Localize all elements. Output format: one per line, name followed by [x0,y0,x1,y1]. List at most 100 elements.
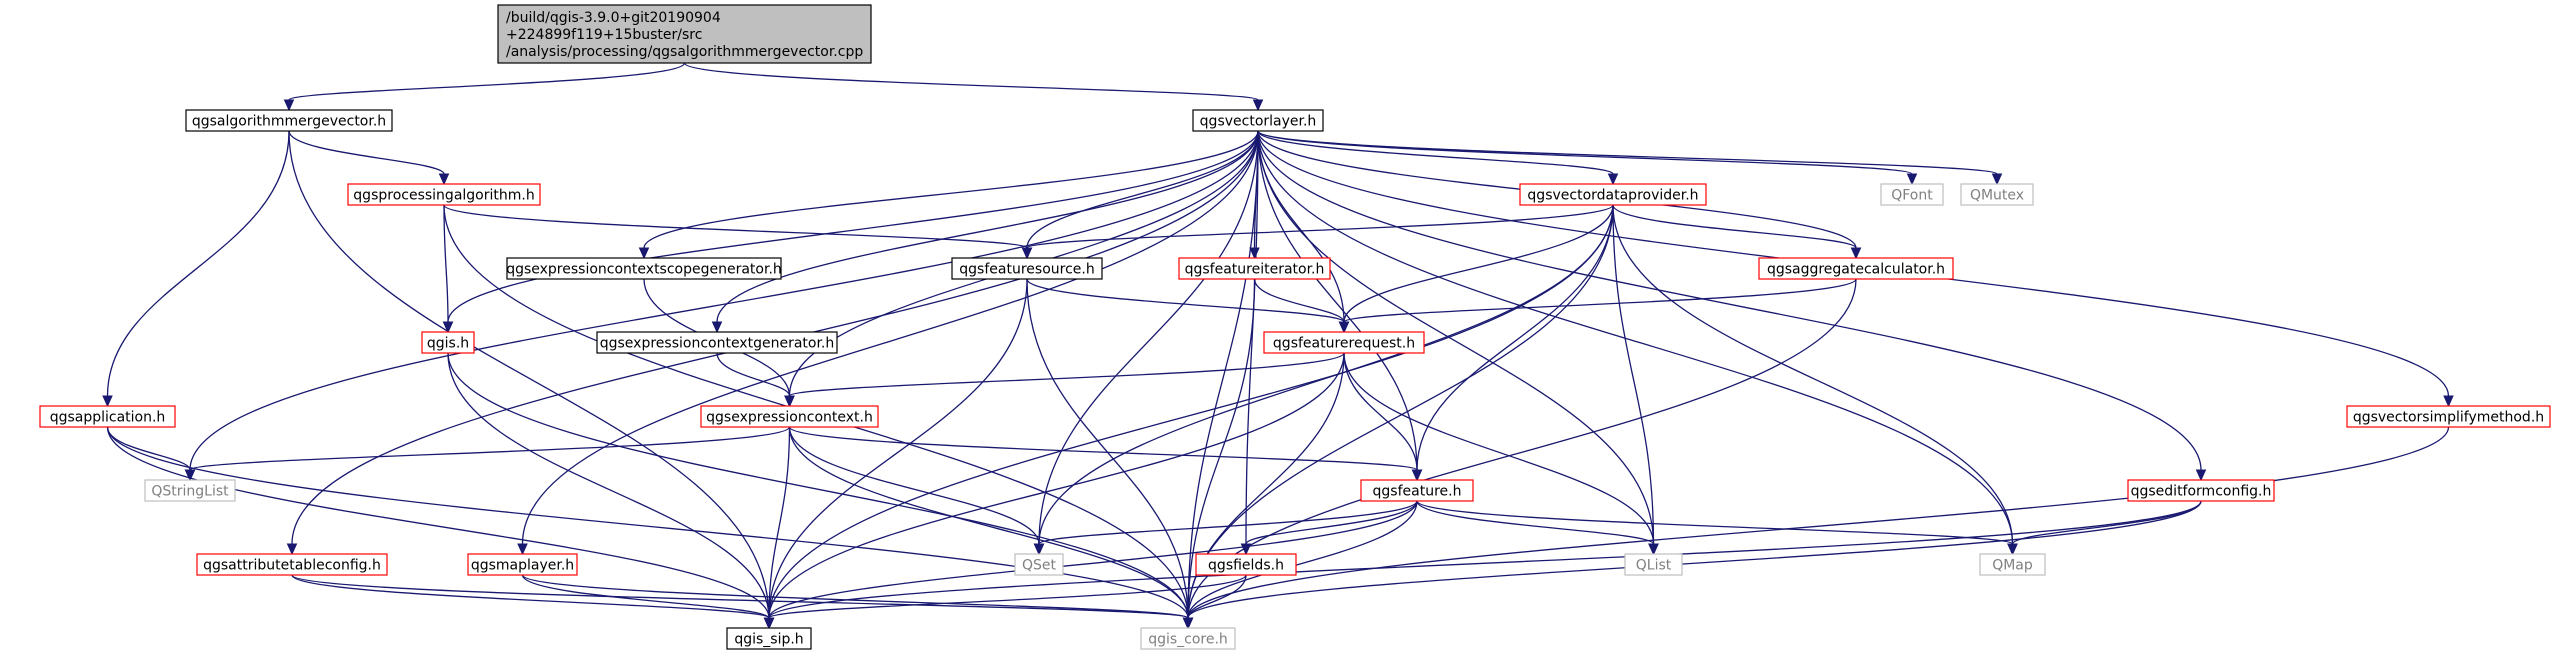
node-label: /analysis/processing/qgsalgorithmmergeve… [506,44,863,60]
graph-edges [102,62,2454,630]
node-featureiterator-h[interactable]: qgsfeatureiterator.h [1178,257,1331,280]
node-qlist[interactable]: QList [1624,553,1683,576]
arrowhead-icon [184,469,196,482]
node-box [2346,405,2551,428]
node-box [347,183,541,206]
node-qset[interactable]: QSet [1014,553,1064,576]
edge-featurerequest_h-to-feature_h [1343,352,1423,482]
node-scopegenerator-h[interactable]: qgsexpressioncontextscopegenerator.h [506,257,782,280]
edge-vectorlayer_h-to-contextgenerator_h [711,130,1259,334]
node-box [497,4,872,64]
edge-feature_h-to-qlist [1416,500,1659,556]
edge-vectordataprovider_h-to-feature_h [1411,204,1614,482]
node-box [1758,257,1954,280]
node-label: qgsfeaturesource.h [959,262,1094,278]
node-application-h[interactable]: qgsapplication.h [39,405,176,428]
node-box [1195,553,1297,576]
node-fields-h[interactable]: qgsfields.h [1195,553,1297,576]
node-label: qgsexpressioncontextgenerator.h [600,336,835,352]
edge-processingalgorithm_h-to-featuresource_h [443,204,1033,260]
node-label: qgsfeaturerequest.h [1273,336,1415,352]
node-label: qgsvectordataprovider.h [1527,188,1698,204]
node-box [596,331,838,354]
edge-vectorlayer_h-to-qstringlist [184,130,1259,482]
node-label: qgsattributetableconfig.h [203,558,381,574]
arrowhead-icon [1182,617,1194,630]
node-featurerequest-h[interactable]: qgsfeaturerequest.h [1263,331,1425,354]
node-label: qgsmaplayer.h [471,558,574,574]
node-box [1624,553,1683,576]
edge-vectorlayer_h-to-qfont [1257,130,1918,186]
node-aggregatecalculator-h[interactable]: qgsaggregatecalculator.h [1758,257,1954,280]
node-mergevector-h[interactable]: qgsalgorithmmergevector.h [185,109,393,132]
arrowhead-icon [638,247,650,260]
node-box [39,405,176,428]
node-vectordataprovider-h[interactable]: qgsvectordataprovider.h [1519,183,1707,206]
node-label: QMap [1992,558,2033,574]
node-attributetableconfig-h[interactable]: qgsattributetableconfig.h [196,553,388,576]
node-vectorlayer-h[interactable]: qgsvectorlayer.h [1192,109,1324,132]
edge-maplayer_h-to-core_h [521,574,1194,630]
edge-attributetableconfig_h-to-core_h [291,574,1194,630]
graph-nodes: /build/qgis-3.9.0+git20190904+224899f119… [39,4,2551,650]
node-label: QStringList [151,484,229,500]
arrowhead-icon [102,395,113,408]
node-maplayer-h[interactable]: qgsmaplayer.h [467,553,578,576]
node-label: qgsaggregatecalculator.h [1767,262,1945,278]
node-editformconfig-h[interactable]: qgseditformconfig.h [2127,479,2275,502]
node-box [467,553,578,576]
node-processingalgorithm-h[interactable]: qgsprocessingalgorithm.h [347,183,541,206]
edge-mergevector_h-to-application_h [102,130,290,408]
edge-featuresource_h-to-sip_h [763,278,1028,630]
node-feature-h[interactable]: qgsfeature.h [1360,479,1474,502]
node-box [1519,183,1707,206]
edge-feature_h-to-qset [1033,500,1418,556]
arrowhead-icon [286,543,298,556]
edge-fields_h-to-sip_h [763,574,1247,630]
node-label: qgsfields.h [1208,558,1284,574]
arrowhead-icon [1906,173,1918,186]
node-label: /build/qgis-3.9.0+git20190904 [506,10,721,26]
node-core-h[interactable]: qgis_core.h [1140,627,1236,650]
edge-vectorlayer_h-to-qmutex [1257,130,2003,186]
edge-vectordataprovider_h-to-featurerequest_h [1338,204,1614,334]
node-expressioncontext-h[interactable]: qgsexpressioncontext.h [700,405,879,428]
node-label: qgis.h [427,336,469,352]
edge-editformconfig_h-to-core_h [1182,500,2202,630]
node-qgis-h[interactable]: qgis.h [421,331,475,354]
node-label: qgis_core.h [1148,632,1228,648]
node-box [726,627,812,650]
node-box [1192,109,1324,132]
edge-expressioncontext_h-to-qstringlist [184,426,791,482]
edge-aggregatecalculator_h-to-core_h [1182,278,1857,630]
arrowhead-icon [2007,543,2018,556]
node-box [1979,553,2046,576]
arrowhead-icon [1252,99,1264,112]
node-qmap[interactable]: QMap [1979,553,2046,576]
edge-vectordataprovider_h-to-featuresource_h [1021,204,1614,260]
node-contextgenerator-h[interactable]: qgsexpressioncontextgenerator.h [596,331,838,354]
node-box [700,405,879,428]
node-box [1360,479,1474,502]
arrowhead-icon [1021,247,1033,260]
node-label: qgseditformconfig.h [2131,484,2272,500]
node-sip-h[interactable]: qgis_sip.h [726,627,812,650]
node-box [1880,183,1944,206]
node-box [196,553,388,576]
node-box [1263,331,1425,354]
node-qfont[interactable]: QFont [1880,183,1944,206]
edge-vectordataprovider_h-to-qset [1033,204,1614,556]
node-qstringlist[interactable]: QStringList [144,479,236,502]
node-vectorsimplifymethod-h[interactable]: qgsvectorsimplifymethod.h [2346,405,2551,428]
node-label: qgsvectorlayer.h [1200,114,1317,130]
node-qmutex[interactable]: QMutex [1960,183,2034,206]
node-label: qgsexpressioncontextscopegenerator.h [506,262,782,278]
node-box [951,257,1103,280]
node-featuresource-h[interactable]: qgsfeaturesource.h [951,257,1103,280]
node-root: /build/qgis-3.9.0+git20190904+224899f119… [497,4,872,64]
edge-featurerequest_h-to-qlist [1343,352,1659,556]
edge-vectordataprovider_h-to-qmap [1612,204,2018,556]
arrowhead-icon [1648,543,1659,556]
node-label: qgsfeature.h [1373,484,1462,500]
edge-featurerequest_h-to-expressioncontext_h [784,352,1345,408]
